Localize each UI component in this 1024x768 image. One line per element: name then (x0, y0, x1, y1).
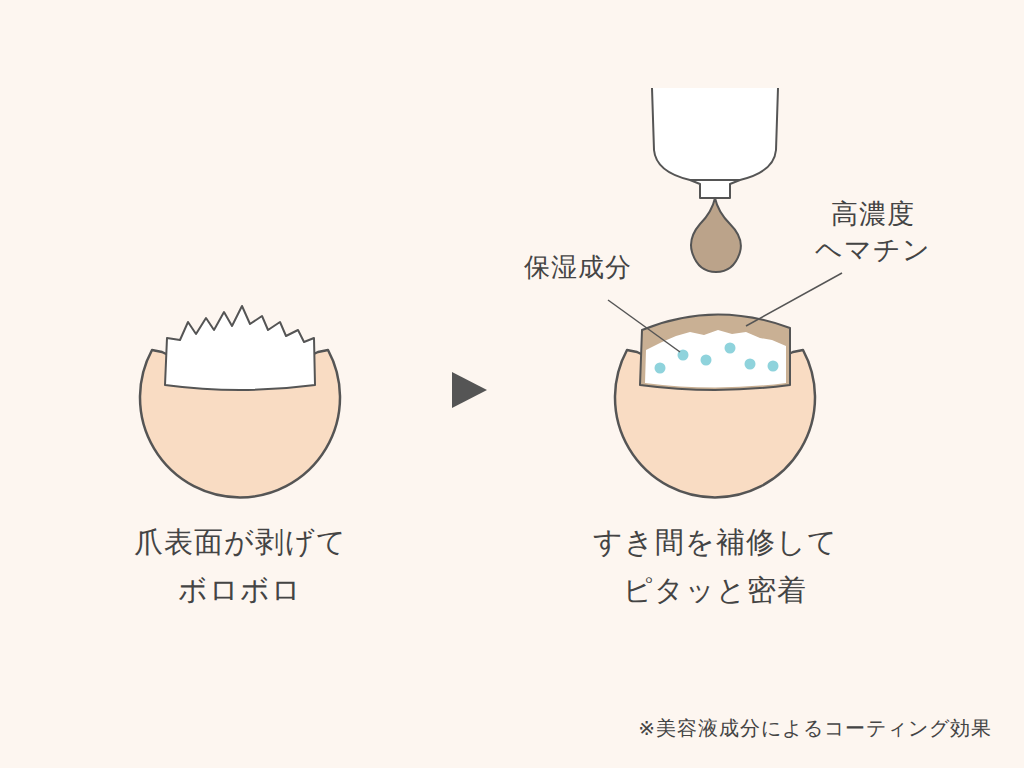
leader-line (608, 300, 680, 352)
damaged-nail-finger (140, 306, 340, 497)
caption-text: すき間を補修して ピタッと密着 (593, 518, 838, 614)
serum-tube (652, 88, 778, 272)
arrow-symbol (452, 372, 487, 408)
caption-text: 爪表面が剥げて ボロボロ (134, 518, 347, 614)
callout-label: 高濃度 ヘマチン (815, 196, 931, 268)
repaired-nail-finger (615, 314, 815, 497)
footnote: ※美容液成分によるコーティング効果 (638, 714, 992, 742)
leader-line (746, 273, 842, 326)
callout-label: 保湿成分 (524, 250, 632, 284)
